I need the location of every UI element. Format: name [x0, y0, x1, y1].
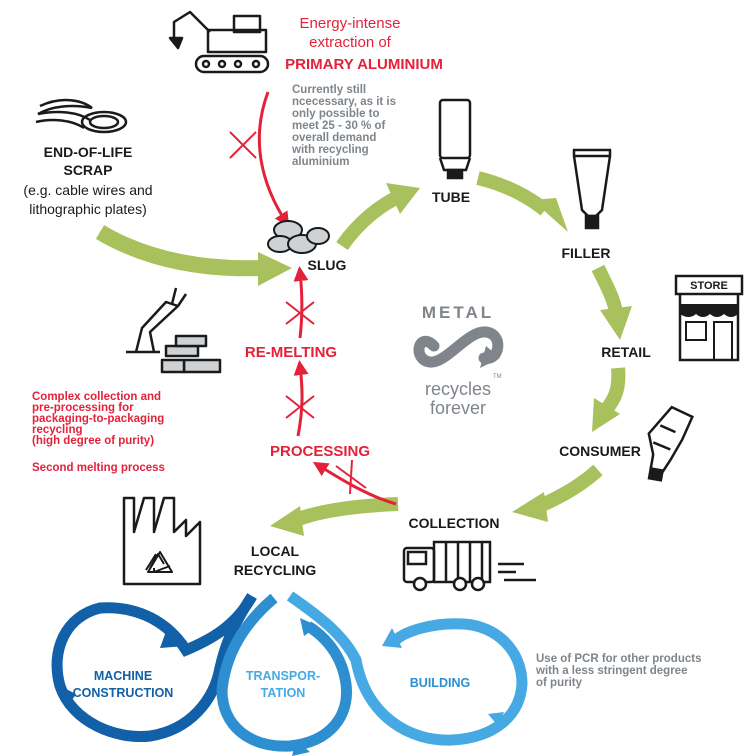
- scrap-sub2: lithographic plates): [29, 201, 147, 217]
- arrow-scrap-to-slug: [95, 225, 263, 277]
- arrow-processing-to-remelting: [293, 360, 309, 437]
- use-transport-line2: TATION: [261, 686, 306, 700]
- use-transport-line1: TRANSPOR-: [246, 669, 320, 683]
- primary-note-line: only possible to: [292, 108, 380, 120]
- logo-line2: forever: [430, 398, 486, 418]
- scrap-sub1: (e.g. cable wires and: [23, 182, 152, 198]
- cross-mark-icon: [285, 301, 315, 325]
- slug-discs-icon: [267, 220, 330, 254]
- arrow-tube-to-filler: [476, 171, 550, 216]
- remelt-note-line: pre-processing for: [32, 402, 134, 414]
- primary-note-line: Currently still: [292, 84, 366, 96]
- primary-line2: extraction of: [309, 34, 392, 51]
- primary-line1: Energy-intense: [300, 15, 401, 32]
- primary-note-line: with recycling: [291, 144, 369, 156]
- cross-mark-icon: [285, 395, 315, 419]
- remelt-note-second: Second melting process: [32, 462, 165, 474]
- arrow-collection-to-local-head: [270, 506, 304, 536]
- tube-icon: [438, 98, 472, 180]
- use-building: BUILDING: [410, 676, 470, 690]
- cross-mark-icon: [335, 459, 367, 495]
- remelt-note-line: (high degree of purity): [32, 435, 154, 447]
- arrow-filler-to-retail: [591, 264, 623, 314]
- arrow-scrap-to-slug-head: [258, 252, 292, 286]
- primary-note-line: aluminium: [292, 156, 350, 168]
- loop-building: [286, 591, 528, 746]
- pcr-note-line: Use of PCR for other products: [536, 653, 701, 665]
- arrow-slug-to-tube: [336, 191, 400, 251]
- arrow-retail-to-consumer-head: [592, 398, 620, 432]
- store-sign-label: STORE: [690, 280, 728, 292]
- infinity-icon: [413, 326, 504, 368]
- loop-transportation: [216, 593, 352, 752]
- arrow-building-lower-head: [488, 712, 504, 726]
- node-local-line2: RECYCLING: [234, 562, 317, 578]
- pcr-note-line: of purity: [536, 677, 583, 689]
- logo-top-text: METAL: [422, 303, 494, 322]
- pcr-note-line: with a less stringent degree: [535, 665, 687, 677]
- arrow-slug-to-tube-head: [386, 183, 420, 214]
- node-retail: RETAIL: [601, 344, 651, 360]
- arrow-transport-head: [292, 740, 310, 756]
- arrow-building-head: [382, 628, 402, 648]
- squeezed-tube-icon: [647, 405, 694, 482]
- arrow-retail-to-consumer: [600, 367, 626, 415]
- node-remelting: RE-MELTING: [245, 344, 337, 361]
- node-tube: TUBE: [432, 189, 470, 205]
- arrow-remelting-to-slug: [293, 266, 309, 339]
- use-machine-line2: CONSTRUCTION: [73, 686, 174, 700]
- arrow-machine-head: [160, 626, 186, 648]
- arrow-primary-to-slug: [257, 91, 290, 228]
- arrow-tube-to-filler-head: [532, 198, 568, 232]
- blue-loops: [51, 591, 528, 756]
- primary-note-line: ncecessary, as it is: [292, 96, 396, 108]
- infinity-arrowhead-icon: [480, 346, 500, 368]
- arrow-consumer-to-collection: [537, 464, 603, 513]
- arrow-filler-to-retail-head: [600, 306, 632, 340]
- node-collection: COLLECTION: [409, 515, 500, 531]
- arrow-collection-to-local: [293, 497, 399, 527]
- store-icon: STORE: [674, 274, 744, 362]
- primary-note: Currently still ncecessary, as it is onl…: [291, 84, 396, 168]
- node-processing: PROCESSING: [270, 443, 370, 460]
- remelt-note: Complex collection and pre-processing fo…: [32, 391, 165, 474]
- metal-recycles-forever-logo: METAL TM recycles forever: [413, 303, 504, 418]
- node-filler: FILLER: [562, 245, 611, 261]
- red-cross-marks: [229, 131, 367, 495]
- remelt-note-line: Complex collection and: [32, 391, 161, 403]
- factory-recycling-icon: [122, 496, 202, 586]
- node-local-line1: LOCAL: [251, 543, 300, 559]
- arrow-transport-upper-head: [300, 618, 318, 636]
- robot-arm-ingots-icon: [126, 287, 222, 374]
- loop-machine-construction: [51, 593, 257, 743]
- excavator-icon: [168, 10, 270, 74]
- arrow-collection-to-processing: [312, 461, 397, 506]
- cross-mark-icon: [229, 131, 257, 159]
- remelt-note-line: packaging-to-packaging: [32, 413, 164, 425]
- node-slug: SLUG: [308, 257, 347, 273]
- scrap-title1: END-OF-LIFE: [44, 144, 133, 160]
- logo-tm: TM: [493, 374, 502, 380]
- red-flow-arrows: [257, 91, 397, 506]
- filled-tube-icon: [572, 148, 612, 230]
- garbage-truck-icon: [402, 540, 536, 592]
- arrow-consumer-to-collection-head: [512, 492, 548, 522]
- arrow-machine-lower-head: [60, 686, 76, 706]
- use-machine-line1: MACHINE: [94, 669, 152, 683]
- primary-note-line: meet 25 - 30 % of: [292, 120, 385, 132]
- scrap-title2: SCRAP: [63, 162, 112, 178]
- logo-line1: recycles: [425, 379, 491, 399]
- remelt-note-line: recycling: [32, 424, 83, 436]
- primary-line3: PRIMARY ALUMINIUM: [285, 56, 443, 73]
- scrap-coil-icon: [35, 98, 128, 134]
- primary-note-line: overall demand: [292, 132, 376, 144]
- green-flow-arrows: [95, 171, 632, 536]
- node-consumer: CONSUMER: [559, 443, 641, 459]
